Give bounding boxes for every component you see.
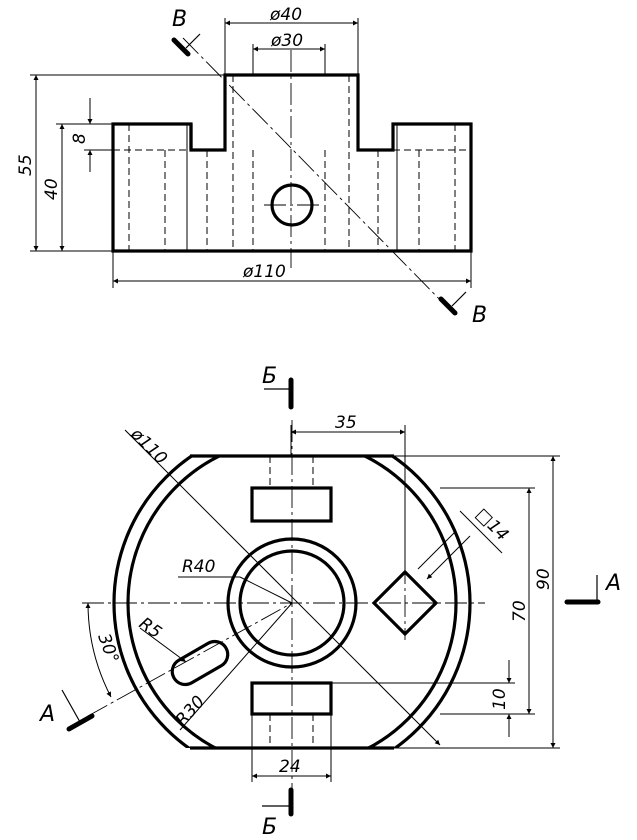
dim-70: 70 xyxy=(510,600,530,622)
section-cut-mark xyxy=(438,296,458,316)
section-label-b-bottom: B xyxy=(472,303,487,328)
dim-r40: R40 xyxy=(182,557,215,577)
dim-r30: R30 xyxy=(172,692,209,730)
top-view-slot-top xyxy=(250,486,333,523)
top-view: A A Б Б ø110 35 90 70 10 xyxy=(38,364,621,840)
front-view: B B ø40 ø30 55 40 8 ø110 xyxy=(16,5,487,328)
section-label-b-top: B xyxy=(172,7,187,32)
dim-line-r5 xyxy=(139,627,187,663)
dim-10: 10 xyxy=(490,688,510,710)
top-view-slot-bottom xyxy=(250,681,333,716)
section-line-b-b xyxy=(182,37,453,313)
dim-line-sq14 xyxy=(417,530,457,570)
dim-r5: R5 xyxy=(135,614,165,643)
section-label-a-right: A xyxy=(604,571,621,596)
dim-40: 40 xyxy=(42,178,62,200)
dim-90: 90 xyxy=(534,568,554,590)
section-label-b-cyr-bottom: Б xyxy=(262,815,277,840)
section-line-a-a xyxy=(87,602,293,717)
section-arrow-stem xyxy=(185,33,201,49)
section-cut-mark xyxy=(66,713,95,732)
dim-dia110-front: ø110 xyxy=(242,262,286,282)
dim-line-r30 xyxy=(179,602,293,731)
top-view-outer-circle xyxy=(112,455,472,748)
dim-line-sq14 xyxy=(426,535,471,580)
top-view-oblong-slot xyxy=(170,639,230,687)
section-label-b-cyr-top: Б xyxy=(262,364,277,389)
dim-dia110-top: ø110 xyxy=(126,424,171,469)
dim-35: 35 xyxy=(335,413,357,433)
section-arrow-stem xyxy=(61,689,81,723)
section-label-a-left: A xyxy=(38,702,55,727)
section-arrow-stem xyxy=(451,291,467,307)
dim-dia40: ø40 xyxy=(269,5,302,25)
dim-8: 8 xyxy=(70,133,90,144)
dim-line-sq14 xyxy=(459,510,503,554)
dim-arc-30deg xyxy=(85,602,112,698)
dim-line-dia110-top xyxy=(124,429,441,746)
dim-55: 55 xyxy=(16,154,36,176)
section-cut-mark xyxy=(171,37,191,57)
dim-dia30: ø30 xyxy=(270,31,303,51)
dim-sq14: □14 xyxy=(471,504,512,545)
dim-line-r40 xyxy=(239,576,293,604)
dim-24: 24 xyxy=(279,757,301,777)
